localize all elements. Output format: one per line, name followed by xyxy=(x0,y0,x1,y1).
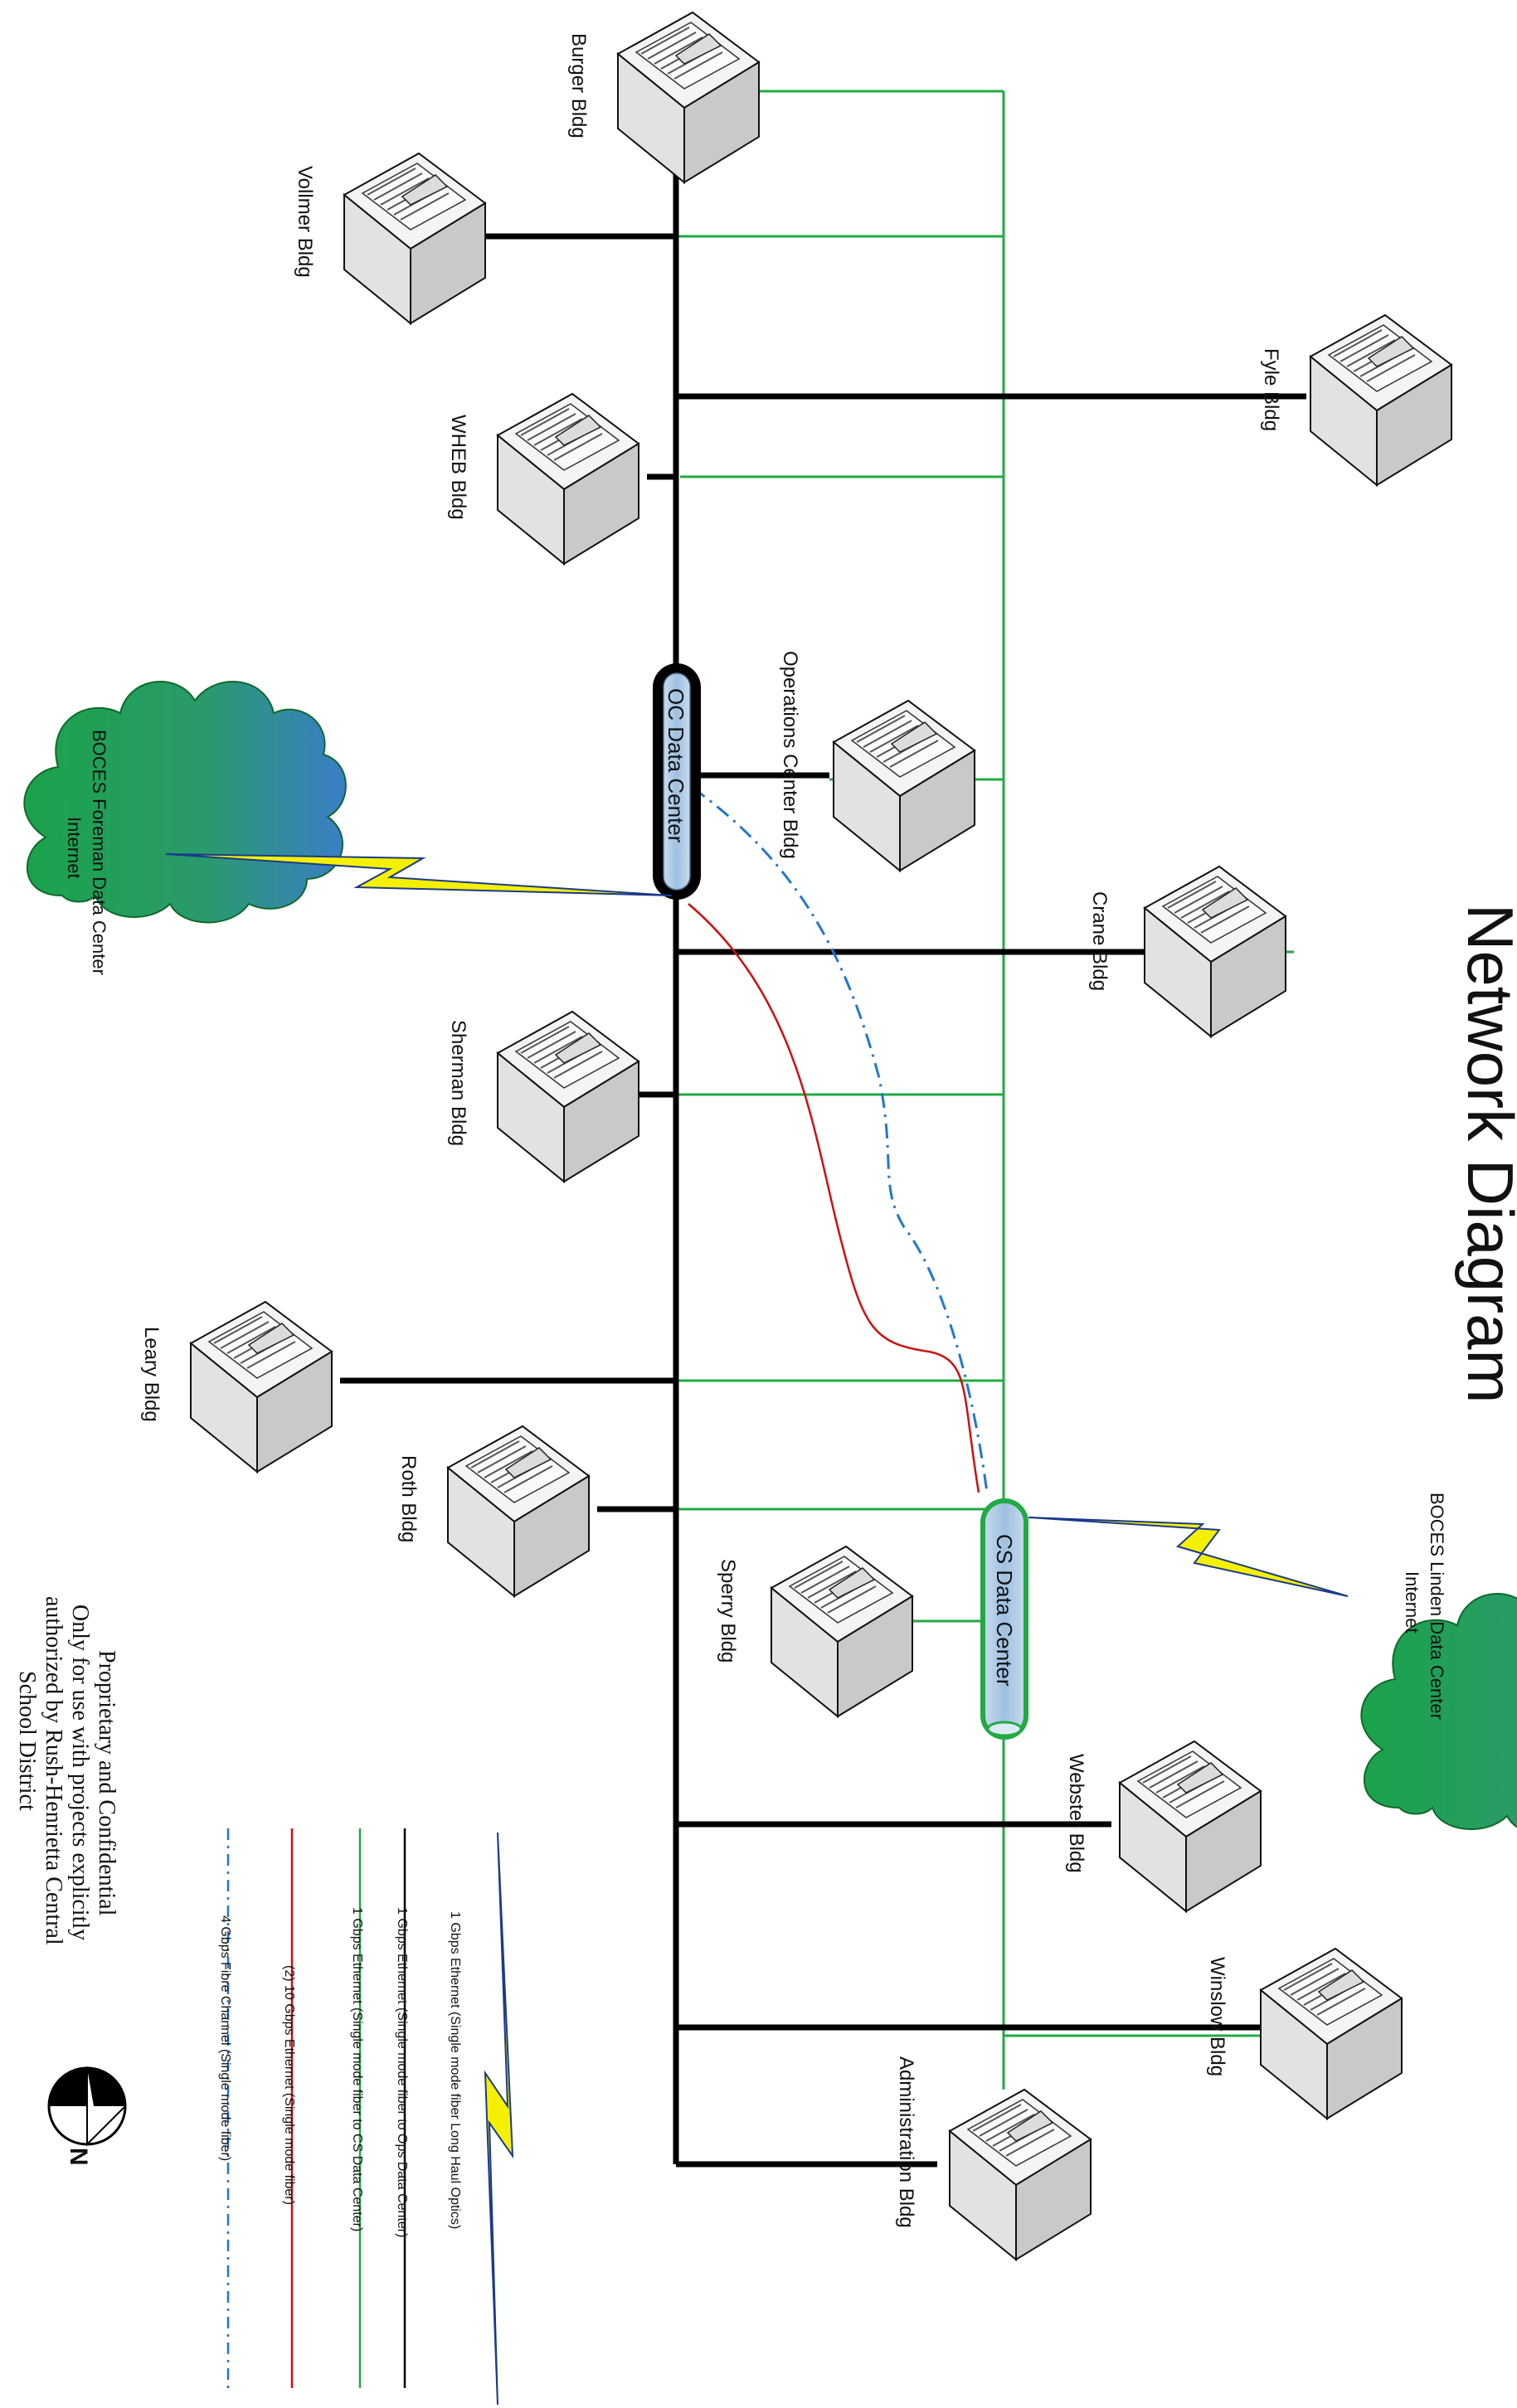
cloud-linden-name: BOCES Linden Data Center xyxy=(1427,1493,1447,1720)
lightning-icon xyxy=(484,1832,514,2406)
building-operations[interactable]: Operations Center Bldg xyxy=(779,651,975,871)
building-icon xyxy=(833,700,975,871)
confidentiality-notice: Proprietary and Confidential Only for us… xyxy=(14,1596,119,1945)
building-burger[interactable]: Burger Bldg xyxy=(567,12,760,183)
building-icon xyxy=(1310,314,1452,486)
diagram-title: Network Diagram xyxy=(1454,904,1517,1403)
cloud-icon xyxy=(23,681,347,924)
legend-label-10g: (2) 10 Gbps Ethernet (Single mode fiber) xyxy=(282,1965,296,2205)
red-10g-link xyxy=(688,903,980,1493)
lightning-icon xyxy=(165,853,673,896)
legend-label-long-haul: 1 Gbps Ethernet (Single mode fiber Long … xyxy=(448,1911,462,2229)
notice-line-4: School District xyxy=(14,1671,40,1811)
building-icon xyxy=(1119,1740,1262,1912)
notice-line-2: Only for use with projects explicitly xyxy=(67,1605,93,1940)
notice-line-1: Proprietary and Confidential xyxy=(94,1650,119,1916)
north-arrow-icon: N xyxy=(47,2066,127,2166)
cs-data-center[interactable]: CS Data Center xyxy=(980,1498,1028,1740)
building-label: Webster Bldg xyxy=(1065,1754,1087,1873)
lightning-icon xyxy=(1028,1517,1349,1597)
building-icon xyxy=(190,1301,333,1473)
building-icon xyxy=(771,1546,913,1717)
building-sperry[interactable]: Sperry Bldg xyxy=(717,1546,913,1717)
legend-label-cs: 1 Gbps Ethernet (Single mode fiber to CS… xyxy=(350,1907,364,2231)
legend-label-ops: 1 Gbps Ethernet (Single mode fiber to Op… xyxy=(395,1907,409,2237)
building-leary[interactable]: Leary Bldg xyxy=(140,1301,333,1473)
legend-label-fc: 4 Gbps Fibre Channel (Single mode fiber) xyxy=(218,1915,232,2161)
building-icon xyxy=(617,12,760,183)
building-crane[interactable]: Crane Bldg xyxy=(1088,866,1286,1037)
oc-data-center-label: OC Data Center xyxy=(664,688,688,843)
building-label: Leary Bldg xyxy=(140,1327,163,1422)
building-icon xyxy=(497,1011,639,1182)
north-label: N xyxy=(65,2148,92,2166)
building-label: Roth Bldg xyxy=(397,1455,420,1542)
building-label: Burger Bldg xyxy=(567,33,590,138)
building-label: Fyle Bldg xyxy=(1260,348,1282,431)
building-icon xyxy=(343,153,486,324)
black-links xyxy=(340,124,1306,2168)
building-label: WHEB Bldg xyxy=(447,415,469,520)
building-administration[interactable]: Administration Bldg xyxy=(895,2056,1092,2260)
building-webster[interactable]: Webster Bldg xyxy=(1065,1740,1262,1912)
building-sherman[interactable]: Sherman Bldg xyxy=(447,1011,639,1182)
building-icon xyxy=(497,393,639,565)
building-label: Sperry Bldg xyxy=(717,1559,739,1663)
building-label: Administration Bldg xyxy=(895,2056,917,2228)
building-roth[interactable]: Roth Bldg xyxy=(397,1425,590,1597)
building-icon xyxy=(447,1425,590,1597)
legend: 1 Gbps Ethernet (Single mode fiber Long … xyxy=(218,1828,514,2406)
building-icon xyxy=(1260,1948,1403,2119)
cloud-linden: BOCES Linden Data Center Internet xyxy=(1360,1493,1517,1830)
building-icon xyxy=(1144,866,1286,1037)
cloud-foreman-sub: Internet xyxy=(64,817,85,879)
building-wheb[interactable]: WHEB Bldg xyxy=(447,393,639,565)
building-winslow[interactable]: Winslow Bldg xyxy=(1206,1948,1403,2119)
building-label: Winslow Bldg xyxy=(1206,1957,1228,2076)
building-label: Vollmer Bldg xyxy=(294,166,316,278)
cs-data-center-label: CS Data Center xyxy=(992,1534,1017,1687)
notice-line-3: authorized by Rush-Henrietta Central xyxy=(41,1596,66,1945)
building-icon xyxy=(949,2089,1092,2260)
cloud-foreman: BOCES Foreman Data Center Internet xyxy=(23,681,347,975)
blue-fc-link xyxy=(692,786,989,1493)
cloud-foreman-name: BOCES Foreman Data Center xyxy=(89,730,109,975)
building-vollmer[interactable]: Vollmer Bldg xyxy=(294,153,486,324)
building-label: Operations Center Bldg xyxy=(779,651,801,859)
building-label: Crane Bldg xyxy=(1088,891,1111,991)
building-label: Sherman Bldg xyxy=(447,1020,469,1146)
cloud-icon xyxy=(1360,1593,1517,1830)
oc-data-center[interactable]: OC Data Center xyxy=(653,663,701,900)
cloud-linden-sub: Internet xyxy=(1402,1571,1422,1634)
building-fyle[interactable]: Fyle Bldg xyxy=(1260,314,1452,486)
